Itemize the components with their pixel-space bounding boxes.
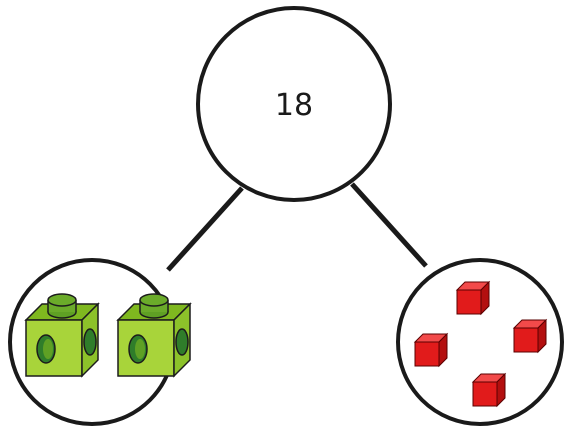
- right-part-circle: [396, 258, 564, 426]
- unit-cube: [471, 372, 507, 408]
- whole-value: 18: [275, 88, 313, 123]
- unit-cube: [413, 332, 449, 368]
- linking-cube: [24, 293, 100, 378]
- unit-cube: [512, 318, 548, 354]
- connector-line-left: [166, 186, 244, 272]
- connector-line-right: [350, 182, 428, 268]
- unit-cube: [455, 280, 491, 316]
- whole-circle: 18: [196, 6, 392, 202]
- linking-cube: [116, 293, 192, 378]
